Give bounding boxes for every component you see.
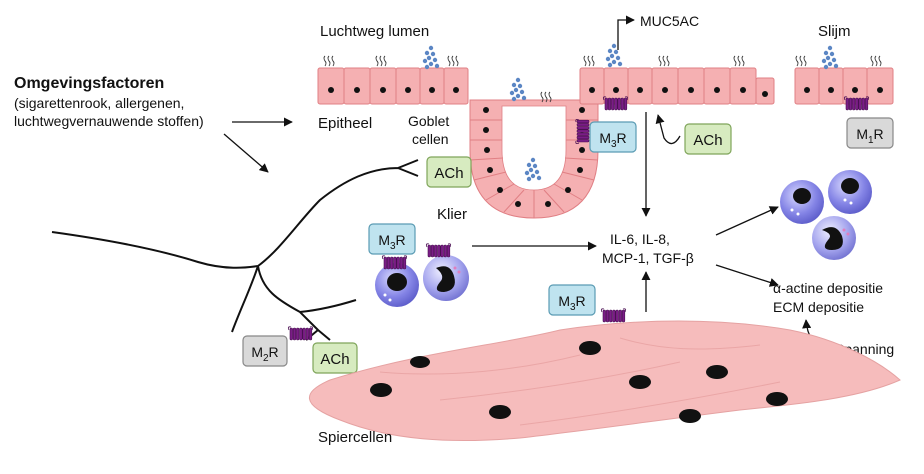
epithelium-left: [317, 45, 469, 105]
svg-text:M3R: M3R: [599, 130, 626, 150]
gland-label: Klier: [437, 206, 467, 223]
m3r-badge-inflammatory: M3R: [368, 223, 416, 255]
gland: [469, 77, 599, 219]
ach-badge-gland: ACh: [426, 156, 472, 188]
mucus-label: Slijm: [818, 23, 851, 40]
svg-text:M3R: M3R: [558, 293, 585, 313]
nerve-fiber: [51, 159, 419, 341]
ach-feedback-arrow: [655, 114, 681, 145]
env-factors-line2: luchtwegvernauwende stoffen): [14, 113, 204, 129]
svg-text:M2R: M2R: [251, 344, 278, 364]
goblet-cells-label-line1: Goblet: [408, 113, 449, 129]
actin-deposition-label: α-actine depositie: [773, 280, 883, 296]
smooth-muscle-layer: [309, 308, 901, 442]
ecm-deposition-label: ECM depositie: [773, 299, 864, 315]
svg-text:M1R: M1R: [856, 126, 883, 146]
smooth-muscle-label: Spiercellen: [318, 429, 392, 446]
muc5ac-arrow: [617, 15, 635, 50]
airway-lumen-label: Luchtweg lumen: [320, 23, 429, 40]
env-factors-line1: (sigarettenrook, allergenen,: [14, 95, 184, 111]
ach-badge-epithelium: ACh: [684, 123, 732, 155]
env-factors-title: Omgevingsfactoren: [14, 75, 164, 92]
svg-text:ACh: ACh: [693, 132, 722, 149]
muc5ac-label: MUC5AC: [640, 13, 699, 29]
cytokines-to-cells-arrow: [715, 206, 779, 236]
svg-text:M3R: M3R: [378, 232, 405, 252]
epithelium-right: [794, 45, 894, 111]
cytokines-line1: IL-6, IL-8,: [610, 231, 670, 247]
m3r-badge-muscle: M3R: [548, 284, 596, 316]
m3r-badge-epithelium: M3R: [589, 121, 637, 153]
epithelium-middle: [579, 43, 775, 111]
ach-badge-nerve: ACh: [312, 342, 358, 374]
m2r-badge: M2R: [242, 335, 288, 367]
inflammatory-cells-left: [375, 243, 469, 307]
svg-text:ACh: ACh: [434, 165, 463, 182]
epithelium-label: Epitheel: [318, 115, 372, 132]
m2r-receptor-icon: [287, 326, 314, 341]
goblet-cells-label-line2: cellen: [412, 131, 449, 147]
env-to-nerve-arrow: [223, 133, 269, 173]
m1r-badge: M1R: [846, 117, 894, 149]
cytokines-line2: MCP-1, TGF-β: [602, 250, 694, 266]
inflammatory-cells-right: [780, 170, 872, 260]
svg-text:ACh: ACh: [320, 351, 349, 368]
cytokines-to-deposition-arrow: [715, 264, 779, 287]
